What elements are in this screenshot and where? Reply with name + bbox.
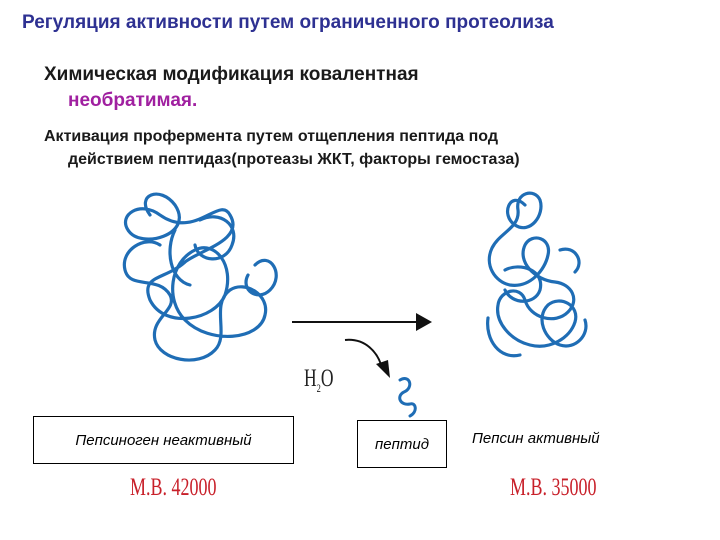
- paragraph-line1: Активация профермента путем отщепления п…: [44, 128, 498, 145]
- pepsin-label: Пепсин активный: [472, 430, 600, 447]
- water-label: H2O: [304, 365, 334, 395]
- slide-title: Регуляция активности путем ограниченного…: [22, 12, 554, 33]
- paragraph-line2: действием пептидаз(протеазы ЖКТ, факторы…: [68, 151, 520, 168]
- peptide-fragment: [398, 377, 417, 418]
- cleavage-arrow: [344, 338, 390, 378]
- pepsinogen-label-box: Пепсиноген неактивный: [33, 416, 294, 464]
- reaction-arrow: [292, 313, 432, 331]
- peptide-label-box: пептид: [357, 420, 447, 468]
- pepsinogen-molecular-weight: M.B. 42000: [130, 474, 217, 501]
- pepsinogen-label: Пепсиноген неактивный: [75, 431, 252, 449]
- subtitle-line2: необратимая.: [68, 90, 198, 111]
- activation-description: Активация профермента путем отщепления п…: [44, 125, 684, 171]
- pepsin-molecular-weight: M.B. 35000: [510, 474, 597, 501]
- pepsin-coil: [486, 191, 588, 358]
- peptide-label: пептид: [375, 435, 429, 453]
- pepsinogen-coil: [122, 192, 278, 362]
- subtitle-line1: Химическая модификация ковалентная: [44, 64, 419, 85]
